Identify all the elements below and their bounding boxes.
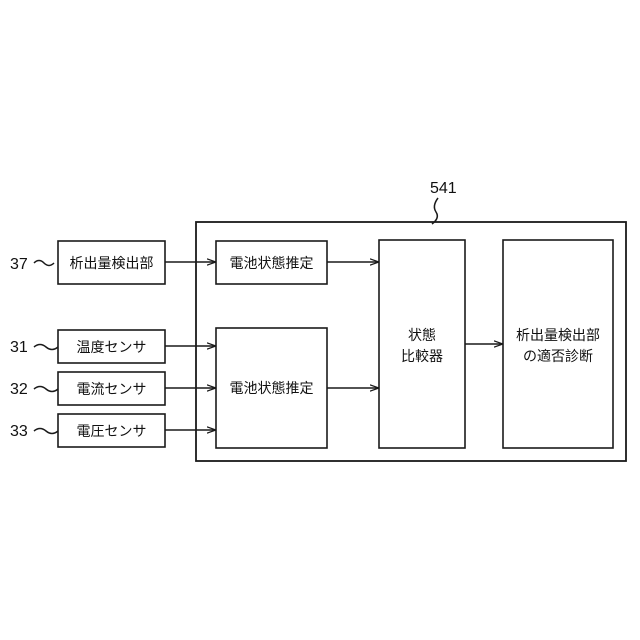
ref-37-leader bbox=[34, 261, 54, 266]
diagnosis-line1: 析出量検出部 bbox=[516, 328, 600, 344]
current-sensor-label: 電流センサ bbox=[77, 382, 147, 398]
ref-33-leader bbox=[34, 429, 58, 434]
temperature-sensor-label: 温度センサ bbox=[77, 340, 147, 356]
unit-541-ref: 541 bbox=[430, 180, 457, 197]
diagnosis-box bbox=[503, 240, 613, 448]
diagnosis-line2: の適否診断 bbox=[523, 348, 593, 365]
state-estimator-bottom-label: 電池状態推定 bbox=[230, 381, 314, 397]
ref-31-leader bbox=[34, 345, 58, 350]
ref-37: 37 bbox=[10, 256, 28, 273]
ref-33: 33 bbox=[10, 423, 28, 440]
precipitation-detector-label: 析出量検出部 bbox=[70, 256, 154, 272]
ref-32: 32 bbox=[10, 381, 28, 398]
ref-32-leader bbox=[34, 387, 58, 392]
state-comparator-line1: 状態 bbox=[408, 328, 436, 344]
unit-541-leader bbox=[432, 198, 438, 224]
state-comparator-box bbox=[379, 240, 465, 448]
voltage-sensor-label: 電圧センサ bbox=[77, 424, 147, 440]
ref-31: 31 bbox=[10, 339, 28, 356]
state-estimator-top-label: 電池状態推定 bbox=[230, 256, 314, 272]
state-comparator-line2: 比較器 bbox=[401, 349, 443, 365]
